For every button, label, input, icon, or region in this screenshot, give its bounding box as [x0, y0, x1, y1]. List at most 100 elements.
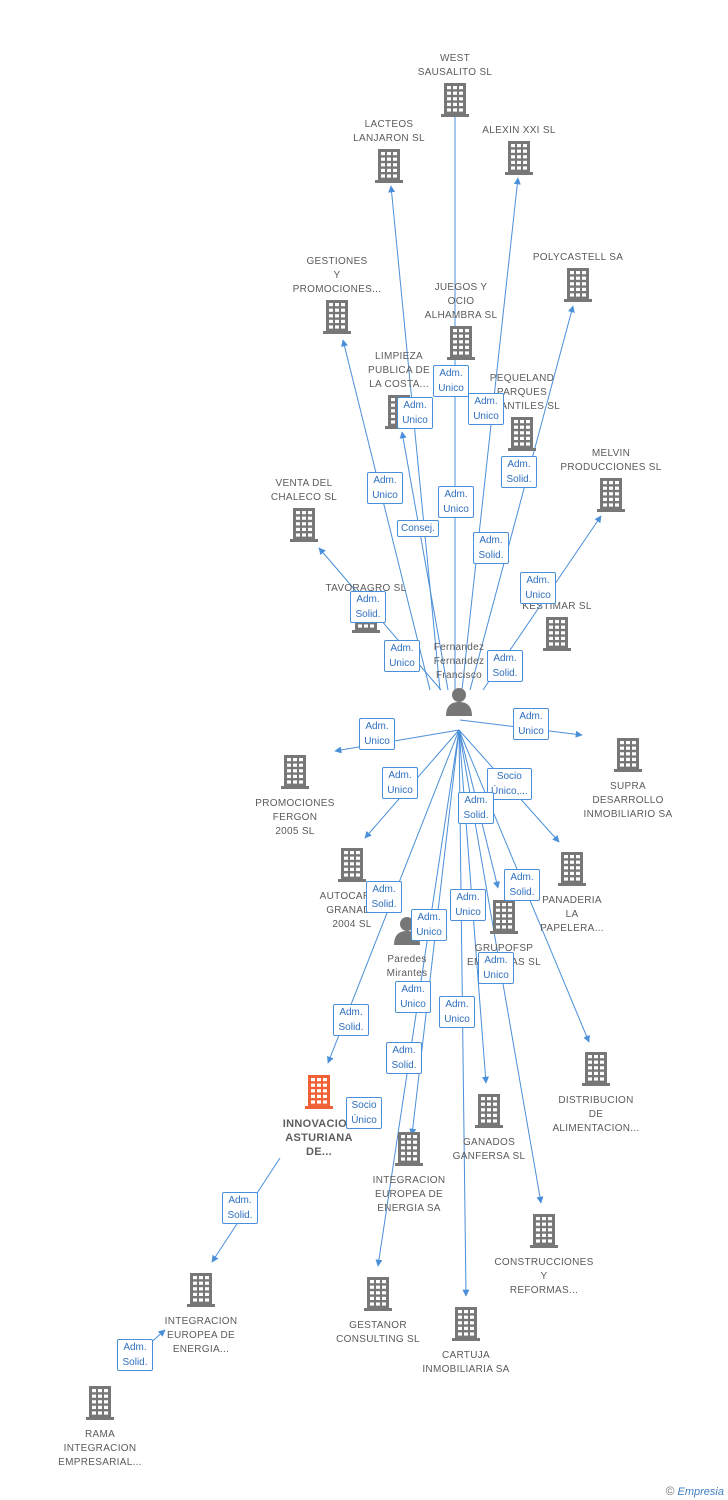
node-alexin[interactable]: ALEXIN XXI SL — [454, 124, 584, 180]
building-icon[interactable] — [479, 1214, 609, 1253]
west-label[interactable]: WEST SAUSALITO SL — [417, 53, 493, 78]
pequeland-label[interactable]: PEQUELAND PARQUES INFANTILES SL — [483, 373, 561, 412]
node-ganados[interactable]: GANADOS GANFERSA SL — [424, 1094, 554, 1164]
relation-label-r13[interactable]: Adm. Unico — [359, 718, 395, 750]
tavoragro-label[interactable]: TAVORAGRO SL — [325, 583, 407, 594]
distribucion-label[interactable]: DISTRIBUCION DE ALIMENTACION... — [552, 1095, 640, 1134]
relation-label-r20[interactable]: Adm. Solid. — [504, 869, 540, 901]
relation-label-r5[interactable]: Adm. Unico — [367, 472, 403, 504]
fernandez-label[interactable]: Fernandez Fernandez Francisco — [433, 642, 485, 681]
venta-label[interactable]: VENTA DEL CHALECO SL — [270, 478, 338, 503]
relation-label-r8[interactable]: Adm. Solid. — [473, 532, 509, 564]
relation-label-r15[interactable]: Adm. Unico — [382, 767, 418, 799]
relation-label-r12[interactable]: Adm. Solid. — [487, 650, 523, 682]
building-icon[interactable] — [454, 141, 584, 180]
node-distribucion[interactable]: DISTRIBUCION DE ALIMENTACION... — [531, 1052, 661, 1136]
node-supra[interactable]: SUPRA DESARROLLO INMOBILIARIO SA — [563, 738, 693, 822]
integ_dots-label[interactable]: INTEGRACION EUROPEA DE ENERGIA... — [164, 1316, 238, 1355]
building-icon[interactable] — [546, 478, 676, 517]
node-cartuja[interactable]: CARTUJA INMOBILIARIA SA — [401, 1307, 531, 1377]
node-kestimar[interactable]: KESTIMAR SL — [492, 600, 622, 656]
relation-label-r26[interactable]: Adm. Solid. — [386, 1042, 422, 1074]
building-icon-focus[interactable] — [254, 1075, 384, 1114]
node-panaderia[interactable]: PANADERIA LA PAPELERA... — [507, 852, 637, 936]
relation-label-r24[interactable]: Adm. Unico — [395, 981, 431, 1013]
relation-label-r29[interactable]: Adm. Solid. — [117, 1339, 153, 1371]
building-icon[interactable] — [344, 1132, 474, 1171]
panaderia-label[interactable]: PANADERIA LA PAPELERA... — [540, 895, 604, 934]
relation-label-r1[interactable]: Adm. Unico — [433, 365, 469, 397]
relation-label-r10[interactable]: Adm. Solid. — [350, 591, 386, 623]
relation-label-r4[interactable]: Adm. Solid. — [501, 456, 537, 488]
building-icon[interactable] — [424, 1094, 554, 1133]
gestanor-label[interactable]: GESTANOR CONSULTING SL — [336, 1320, 420, 1345]
node-juegos[interactable]: JUEGOS Y OCIO ALHAMBRA SL — [396, 281, 526, 365]
node-melvin[interactable]: MELVIN PRODUCCIONES SL — [546, 447, 676, 517]
innovacion-label[interactable]: INNOVACION ASTURIANA DE... — [282, 1118, 356, 1158]
building-icon[interactable] — [563, 738, 693, 777]
node-polycastell[interactable]: POLYCASTELL SA — [513, 251, 643, 307]
building-icon[interactable] — [531, 1052, 661, 1091]
lacteos-label[interactable]: LACTEOS LANJARON SL — [353, 119, 425, 144]
juegos-label[interactable]: JUEGOS Y OCIO ALHAMBRA SL — [424, 282, 498, 321]
supra-label[interactable]: SUPRA DESARROLLO INMOBILIARIO SA — [583, 781, 673, 820]
kestimar-label[interactable]: KESTIMAR SL — [522, 601, 592, 612]
building-icon[interactable] — [272, 300, 402, 339]
building-icon[interactable] — [239, 508, 369, 547]
node-fernandez[interactable]: Fernandez Fernandez Francisco — [394, 641, 524, 721]
relation-label-r18[interactable]: Adm. Solid. — [366, 881, 402, 913]
building-icon[interactable] — [35, 1386, 165, 1425]
relation-label-r2[interactable]: Adm. Unico — [468, 393, 504, 425]
node-construcciones[interactable]: CONSTRUCCIONES Y REFORMAS... — [479, 1214, 609, 1298]
building-icon[interactable] — [457, 417, 587, 456]
building-icon[interactable] — [492, 617, 622, 656]
node-promociones[interactable]: PROMOCIONES FERGON 2005 SL — [230, 755, 360, 839]
node-gestiones[interactable]: GESTIONES Y PROMOCIONES... — [272, 255, 402, 339]
relation-label-r16[interactable]: Socio Único,... — [487, 768, 532, 800]
relation-label-r14[interactable]: Adm. Unico — [513, 708, 549, 740]
node-lacteos[interactable]: LACTEOS LANJARON SL — [324, 118, 454, 188]
relation-label-r19[interactable]: Adm. Unico — [450, 889, 486, 921]
promociones-label[interactable]: PROMOCIONES FERGON 2005 SL — [255, 798, 335, 837]
relation-label-r17[interactable]: Adm. Solid. — [458, 792, 494, 824]
integ_sa-label[interactable]: INTEGRACION EUROPEA DE ENERGIA SA — [372, 1175, 446, 1214]
node-venta[interactable]: VENTA DEL CHALECO SL — [239, 477, 369, 547]
relation-label-r9[interactable]: Adm. Unico — [520, 572, 556, 604]
relation-label-r28[interactable]: Adm. Solid. — [222, 1192, 258, 1224]
relation-label-r21[interactable]: Adm. Unico — [411, 909, 447, 941]
relation-label-r22[interactable]: Adm. Solid. — [333, 1004, 369, 1036]
melvin-label[interactable]: MELVIN PRODUCCIONES SL — [560, 448, 662, 473]
construcciones-label[interactable]: CONSTRUCCIONES Y REFORMAS... — [494, 1257, 594, 1296]
relation-label-r23[interactable]: Adm. Unico — [478, 952, 514, 984]
relation-label-r27[interactable]: Socio Único — [346, 1097, 382, 1129]
limpieza-label[interactable]: LIMPIEZA PUBLICA DE LA COSTA... — [368, 351, 430, 390]
building-icon[interactable] — [513, 268, 643, 307]
relation-label-r7[interactable]: Consej. — [397, 520, 439, 537]
relation-label-r6[interactable]: Adm. Unico — [438, 486, 474, 518]
gestiones-label[interactable]: GESTIONES Y PROMOCIONES... — [292, 256, 382, 295]
relation-label-r25[interactable]: Adm. Unico — [439, 996, 475, 1028]
building-icon[interactable] — [396, 326, 526, 365]
autocares-label[interactable]: AUTOCARES GRANADA 2004 SL — [319, 891, 385, 930]
node-rama[interactable]: RAMA INTEGRACION EMPRESARIAL... — [35, 1386, 165, 1470]
rama-label[interactable]: RAMA INTEGRACION EMPRESARIAL... — [58, 1429, 142, 1468]
person-icon[interactable] — [394, 686, 524, 721]
building-icon[interactable] — [507, 852, 637, 891]
building-icon[interactable] — [230, 755, 360, 794]
node-west[interactable]: WEST SAUSALITO SL — [390, 52, 520, 122]
relation-label-r11[interactable]: Adm. Unico — [384, 640, 420, 672]
building-icon[interactable] — [401, 1307, 531, 1346]
node-gestanor[interactable]: GESTANOR CONSULTING SL — [313, 1277, 443, 1347]
building-icon[interactable] — [313, 1277, 443, 1316]
node-integ_sa[interactable]: INTEGRACION EUROPEA DE ENERGIA SA — [344, 1132, 474, 1216]
building-icon[interactable] — [324, 149, 454, 188]
brand-logo[interactable]: Empresia — [677, 1486, 724, 1498]
polycastell-label[interactable]: POLYCASTELL SA — [532, 252, 624, 263]
node-autocares[interactable]: AUTOCARES GRANADA 2004 SL — [287, 848, 417, 932]
building-icon[interactable] — [439, 900, 569, 939]
building-icon[interactable] — [287, 848, 417, 887]
relation-label-r3[interactable]: Adm. Unico — [397, 397, 433, 429]
building-icon[interactable] — [136, 1273, 266, 1312]
building-icon[interactable] — [390, 83, 520, 122]
alexin-label[interactable]: ALEXIN XXI SL — [482, 125, 556, 136]
